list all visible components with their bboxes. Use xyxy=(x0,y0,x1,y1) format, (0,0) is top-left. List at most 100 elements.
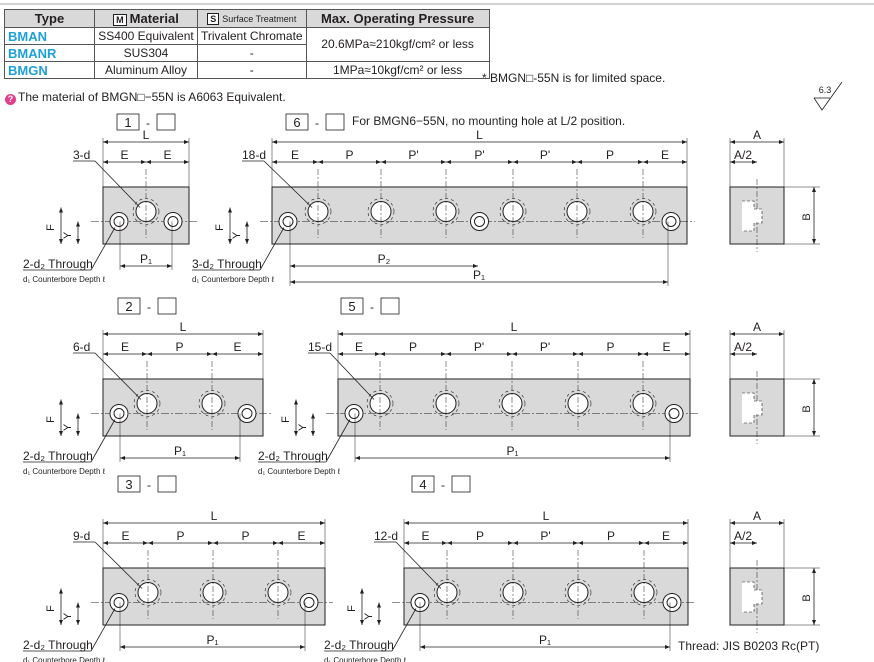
dim-E-head xyxy=(184,160,189,164)
dim-Y-label: Y xyxy=(363,612,375,620)
dim-F-head xyxy=(59,588,63,594)
dim-segment-head xyxy=(643,160,648,164)
dim-segment-label: P xyxy=(345,148,353,162)
side-port-hidden xyxy=(742,392,763,424)
dim-F-label: F xyxy=(346,605,358,612)
dim-L-label: L xyxy=(211,509,218,523)
dim-segment-head xyxy=(143,541,148,545)
view-number: 4 xyxy=(419,477,426,492)
dim-E-head xyxy=(103,160,108,164)
dim-segment-head xyxy=(404,541,409,545)
mounting-hole-through xyxy=(666,597,678,608)
dim-segment-label: E xyxy=(121,529,129,543)
dim-F-label: F xyxy=(45,605,57,612)
dim-segment-head xyxy=(507,352,512,356)
mounting-hole-through xyxy=(348,408,360,419)
dim-segment-label: E xyxy=(297,529,305,543)
dim-E-label: E xyxy=(120,148,128,162)
dim-segment-label: P' xyxy=(540,340,550,354)
mounting-hole-through xyxy=(665,216,677,227)
dim-E-head xyxy=(146,160,151,164)
dim-L-head xyxy=(258,332,263,336)
blank-box xyxy=(157,297,177,315)
dim-segment-head xyxy=(338,352,343,356)
dim-segment-head xyxy=(513,541,518,545)
dim-segment-head xyxy=(208,541,213,545)
dim-P1-head xyxy=(300,645,305,649)
dim-segment-label: P xyxy=(607,529,615,543)
view-number-box xyxy=(117,297,141,315)
dash: - xyxy=(441,478,445,492)
pressure-header: Max. Operating Pressure xyxy=(305,9,490,28)
dim-segment-head xyxy=(380,352,385,356)
material-mark-icon: M xyxy=(113,14,127,26)
dim-L-label: L xyxy=(476,128,483,142)
through-leader xyxy=(391,608,417,652)
dim-A-label: A xyxy=(753,509,761,523)
dim-B-head xyxy=(812,379,816,384)
holes-count-label: 6-d xyxy=(73,340,90,354)
dim-P2-head xyxy=(290,264,295,268)
dim-segment-head xyxy=(318,160,323,164)
dim-B-head xyxy=(812,187,816,192)
dim-segment-head xyxy=(573,541,578,545)
dim-segment-head xyxy=(573,352,578,356)
dim-P1-label: P₁ xyxy=(140,252,152,266)
dim-segment-head xyxy=(578,352,583,356)
through-leader xyxy=(90,608,116,652)
dim-F-head xyxy=(360,620,364,625)
dim-segment-head xyxy=(103,352,108,356)
dim-segment-label: E xyxy=(233,340,241,354)
dim-segment-label: P' xyxy=(474,340,484,354)
dim-F-label: F xyxy=(214,224,226,231)
dim-Y-head xyxy=(76,602,80,608)
dim-segment-label: E xyxy=(421,529,429,543)
dim-A-head xyxy=(730,332,735,336)
dim-A2-head xyxy=(730,541,735,545)
holes-count-label: 12-d xyxy=(374,529,398,543)
counterbore-label: d₁ Counterbore Depth ℓ xyxy=(324,656,407,662)
dim-segment-label: P xyxy=(241,529,249,543)
material-cell: Aluminum Alloy xyxy=(94,61,198,79)
dim-A-head xyxy=(730,140,735,144)
dash: - xyxy=(147,478,151,492)
counterbore-label: d₁ Counterbore Depth ℓ xyxy=(23,275,106,284)
pressure-cell: 20.6MPa≈210kgf/cm² or less xyxy=(305,27,490,62)
dim-segment-head xyxy=(683,541,688,545)
dim-L-label: L xyxy=(511,320,518,334)
dim-P1-head xyxy=(120,264,125,268)
dim-Y-head xyxy=(377,620,381,625)
dim-segment-label: P xyxy=(476,529,484,543)
dim-A-label: A xyxy=(753,320,761,334)
dim-P1-head xyxy=(665,645,670,649)
dim-L-head xyxy=(272,140,277,144)
dim-A-head xyxy=(779,521,784,525)
dim-segment-label: P' xyxy=(540,148,550,162)
limited-space-note: * BMGN□-55N is for limited space. xyxy=(482,71,666,85)
dim-Y-label: Y xyxy=(62,231,74,239)
dim-Y-head xyxy=(76,620,80,625)
mounting-hole-through xyxy=(241,408,253,419)
dim-segment-head xyxy=(148,541,153,545)
dim-L-label: L xyxy=(180,320,187,334)
dim-segment-head xyxy=(273,541,278,545)
dim-segment-head xyxy=(508,160,513,164)
type-header: Type xyxy=(4,9,95,28)
dim-P1-head xyxy=(290,280,295,284)
holes-leader xyxy=(263,160,313,208)
dim-A2-head xyxy=(730,160,735,164)
dash: - xyxy=(370,300,374,314)
type-cell: BMGN xyxy=(4,61,95,79)
caution-icon: ? xyxy=(5,94,16,105)
mounting-hole-through xyxy=(113,597,125,608)
counterbore-label: d₁ Counterbore Depth ℓ xyxy=(258,467,341,476)
mounting-hole-through xyxy=(282,216,294,227)
dim-segment-head xyxy=(375,352,380,356)
view-number-box xyxy=(411,475,435,493)
through-leader xyxy=(90,419,116,463)
dim-L-head xyxy=(103,332,108,336)
dim-segment-label: E xyxy=(121,340,129,354)
dim-A2-label: A/2 xyxy=(734,529,752,543)
